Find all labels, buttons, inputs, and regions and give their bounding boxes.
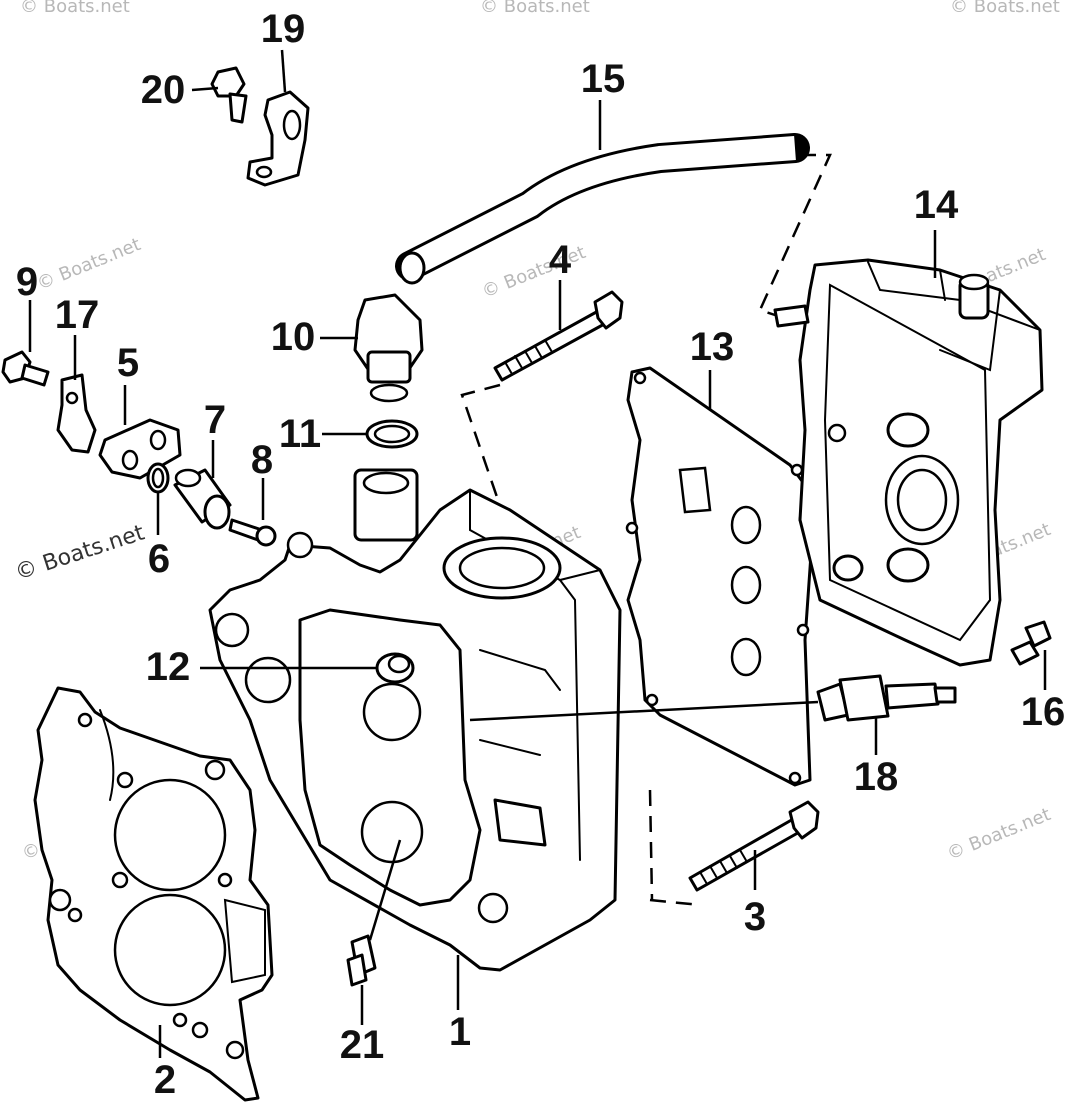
part-11-o-ring[interactable] [365, 419, 419, 449]
part-19-bracket[interactable] [246, 90, 310, 187]
part-6-o-ring[interactable] [146, 462, 170, 494]
callout-14: 14 [914, 183, 959, 227]
watermark-text: © Boats.net [34, 234, 144, 295]
callout-9: 9 [16, 260, 38, 304]
callout-3: 3 [744, 895, 766, 939]
part-4-bolt[interactable] [493, 290, 624, 382]
part-16-bolt[interactable] [1010, 620, 1052, 666]
watermark-text: © Boats.net [944, 804, 1054, 865]
part-13-cover-gasket[interactable] [625, 366, 814, 787]
part-17-clamp[interactable] [56, 373, 97, 454]
callout-10: 10 [271, 315, 316, 359]
callout-6: 6 [148, 537, 170, 581]
callout-18: 18 [854, 755, 899, 799]
part-2-head-gasket[interactable] [33, 686, 274, 1102]
callout-11: 11 [279, 412, 321, 456]
part-8-screw[interactable] [228, 518, 277, 547]
part-14-head-cover[interactable] [773, 258, 1044, 667]
part-18-spark-plug[interactable] [816, 674, 957, 722]
callout-20: 20 [141, 68, 186, 112]
callout-8: 8 [251, 438, 273, 482]
part-12-dowel[interactable] [375, 652, 415, 684]
callout-12: 12 [146, 645, 191, 689]
leader-lines [28, 49, 1047, 1058]
callout-17: 17 [55, 293, 100, 337]
callout-13: 13 [690, 325, 735, 369]
callout-19: 19 [261, 7, 306, 51]
callout-2: 2 [154, 1058, 176, 1102]
main-watermark: © Boats.net [12, 520, 148, 585]
callout-15: 15 [581, 57, 626, 101]
part-21-dowel[interactable] [346, 934, 377, 987]
assembly-dashed-lines [460, 153, 832, 907]
part-1-cylinder-head[interactable] [208, 468, 622, 972]
callout-labels: 1 2 3 4 5 6 7 8 9 10 11 12 13 14 15 16 1… [16, 7, 1065, 1102]
watermark-text: © Boats.net [480, 0, 590, 17]
callout-4: 4 [549, 238, 572, 282]
part-10-filler-plug[interactable] [353, 293, 424, 403]
watermark-text: © Boats.net [20, 0, 130, 17]
callout-5: 5 [117, 341, 139, 385]
watermark-text: © Boats.net [479, 242, 589, 303]
callout-7: 7 [204, 398, 226, 442]
part-3-bolt[interactable] [688, 800, 820, 892]
watermark-text: © Boats.net [950, 0, 1060, 17]
callout-21: 21 [340, 1023, 385, 1067]
part-15-breather-hose[interactable] [395, 133, 810, 285]
callout-1: 1 [449, 1010, 471, 1054]
part-20-bolt[interactable] [210, 66, 248, 124]
part-5-spacer[interactable] [98, 418, 182, 480]
part-9-bolt[interactable] [1, 350, 50, 387]
callout-16: 16 [1021, 690, 1066, 734]
part-7-sleeve[interactable] [173, 468, 232, 530]
